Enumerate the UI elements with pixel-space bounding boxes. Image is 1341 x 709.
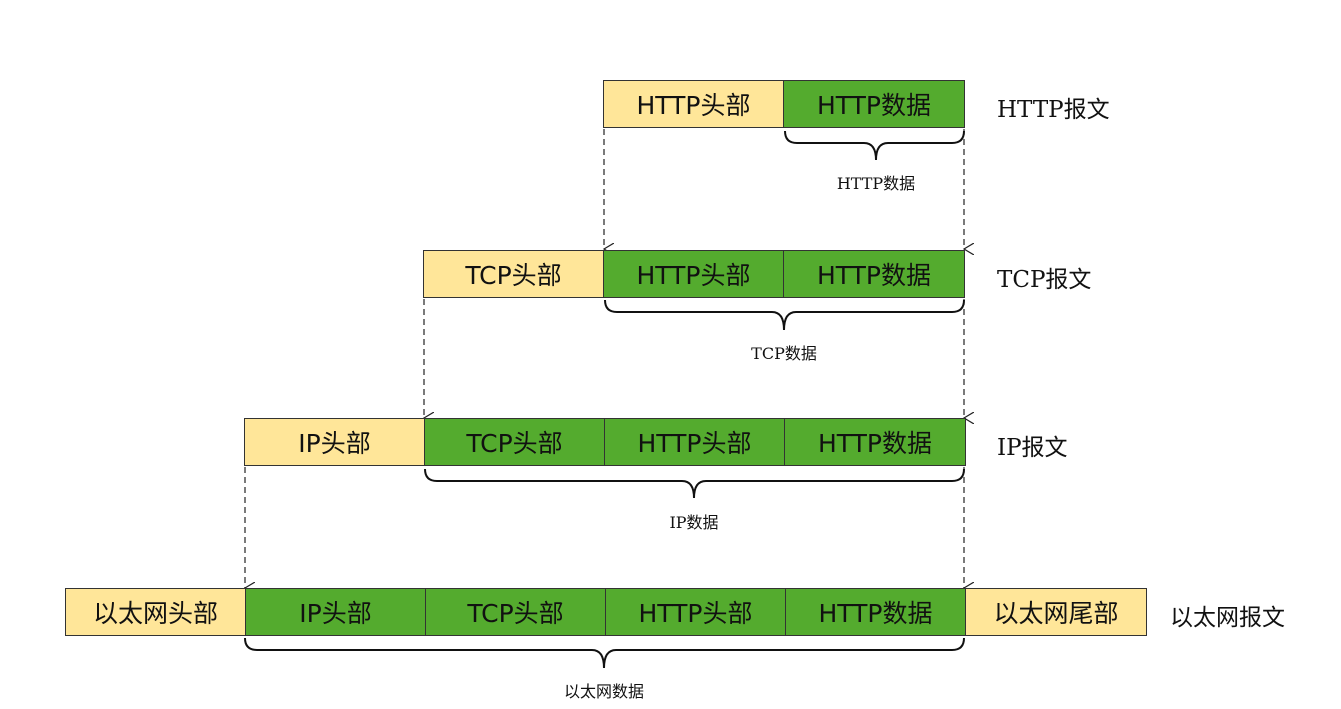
ip-header-segment: IP头部 bbox=[245, 419, 425, 465]
brace-tcp-data bbox=[604, 299, 965, 331]
brace-ip-data bbox=[424, 468, 965, 499]
ethernet-packet-label: 以太网报文 bbox=[1170, 605, 1285, 631]
http-data-segment: HTTP数据 bbox=[784, 81, 964, 127]
ip-packet-row: IP头部 TCP头部 HTTP头部 HTTP数据 bbox=[244, 418, 966, 466]
http-packet-row: HTTP头部 HTTP数据 bbox=[603, 80, 965, 128]
ip-payload-label: IP数据 bbox=[669, 513, 719, 532]
brace-http-data bbox=[784, 130, 965, 161]
ethernet-packet-row: 以太网头部 IP头部 TCP头部 HTTP头部 HTTP数据 以太网尾部 bbox=[65, 588, 1147, 636]
ethernet-payload-label: 以太网数据 bbox=[563, 682, 645, 701]
tcp-packet-label: TCP报文 bbox=[997, 267, 1092, 293]
ethernet-http-header-segment: HTTP头部 bbox=[606, 589, 786, 635]
ethernet-tcp-header-segment: TCP头部 bbox=[426, 589, 606, 635]
http-header-segment: HTTP头部 bbox=[604, 81, 784, 127]
tcp-http-header-segment: HTTP头部 bbox=[604, 251, 784, 297]
http-payload-label: HTTP数据 bbox=[836, 174, 916, 193]
tcp-http-data-segment: HTTP数据 bbox=[784, 251, 964, 297]
ip-tcp-header-segment: TCP头部 bbox=[425, 419, 605, 465]
http-packet-label: HTTP报文 bbox=[997, 97, 1110, 123]
ip-http-data-segment: HTTP数据 bbox=[785, 419, 965, 465]
ip-http-header-segment: HTTP头部 bbox=[605, 419, 785, 465]
tcp-header-segment: TCP头部 bbox=[424, 251, 604, 297]
brace-ethernet-data bbox=[244, 637, 965, 669]
ethernet-trailer-segment: 以太网尾部 bbox=[966, 589, 1146, 635]
tcp-payload-label: TCP数据 bbox=[751, 344, 817, 363]
ethernet-http-data-segment: HTTP数据 bbox=[786, 589, 966, 635]
ethernet-ip-header-segment: IP头部 bbox=[246, 589, 426, 635]
ip-packet-label: IP报文 bbox=[997, 435, 1068, 461]
ethernet-header-segment: 以太网头部 bbox=[66, 589, 246, 635]
tcp-packet-row: TCP头部 HTTP头部 HTTP数据 bbox=[423, 250, 965, 298]
